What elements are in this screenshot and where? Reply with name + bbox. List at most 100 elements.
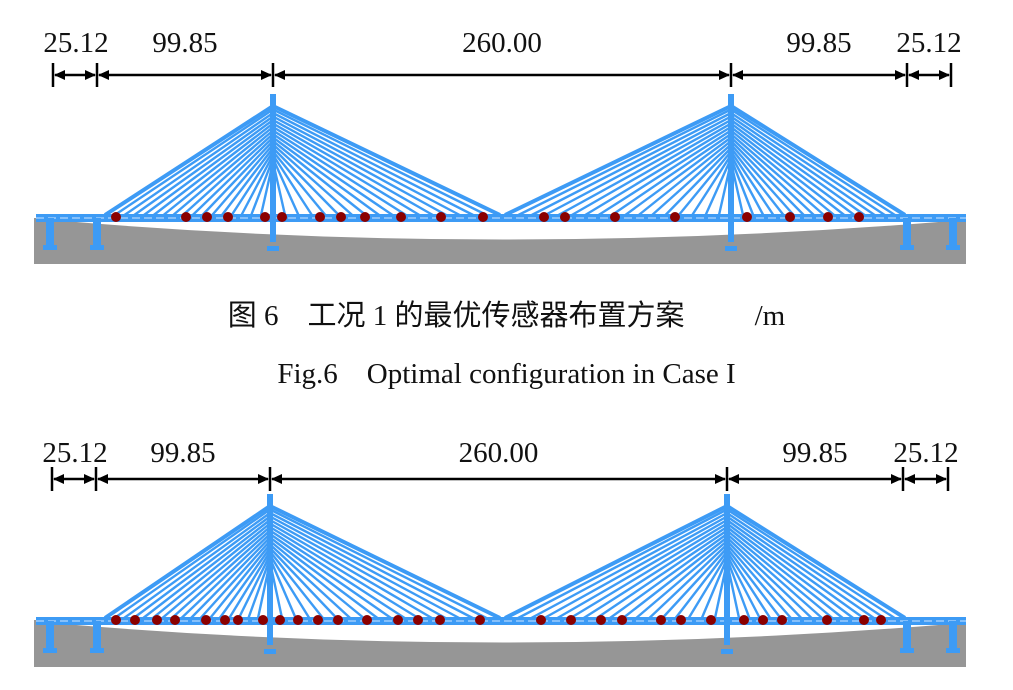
stay-cable bbox=[730, 119, 866, 216]
sensor-point bbox=[333, 615, 343, 625]
pier-base bbox=[43, 648, 57, 653]
pier-base bbox=[90, 648, 104, 653]
stay-cable bbox=[269, 536, 379, 619]
stay-cable bbox=[530, 511, 728, 620]
auxiliary-pier bbox=[46, 218, 54, 248]
dimension-arrowheads bbox=[54, 70, 96, 80]
sensor-point bbox=[130, 615, 140, 625]
stay-cable bbox=[677, 150, 732, 216]
stay-cable bbox=[729, 154, 765, 216]
stay-cable bbox=[651, 143, 732, 216]
dimension-arrowheads bbox=[908, 70, 950, 80]
stay-cable bbox=[726, 547, 782, 619]
stay-cable bbox=[272, 115, 461, 217]
caption-chinese: 图 6 工况 1 的最优传感器布置方案/m bbox=[0, 292, 1013, 334]
stay-cable bbox=[269, 508, 487, 620]
stay-cable bbox=[114, 108, 274, 216]
stay-cable bbox=[726, 508, 896, 620]
pylon-base bbox=[264, 649, 276, 654]
stay-cable bbox=[103, 104, 275, 217]
stay-cable bbox=[584, 125, 732, 217]
dimension-label: 25.12 bbox=[896, 27, 961, 59]
sensor-point bbox=[478, 212, 488, 222]
stay-cable bbox=[269, 550, 324, 619]
stay-cable bbox=[726, 526, 844, 619]
sensor-point bbox=[111, 212, 121, 222]
stay-cable bbox=[730, 126, 845, 216]
stay-cable bbox=[180, 533, 271, 619]
pylon-base bbox=[267, 246, 279, 251]
stay-cable bbox=[123, 512, 271, 619]
stay-cable bbox=[635, 540, 728, 619]
stay-cable bbox=[543, 515, 728, 620]
stay-cable bbox=[247, 558, 272, 619]
sensor-point bbox=[220, 615, 230, 625]
auxiliary-pier bbox=[949, 621, 957, 651]
stay-cable bbox=[211, 143, 274, 216]
stay-cable bbox=[730, 112, 886, 216]
sensor-point bbox=[436, 212, 446, 222]
stay-cable bbox=[269, 543, 351, 619]
stay-cable bbox=[725, 550, 772, 619]
stay-cable bbox=[190, 536, 271, 619]
pylon bbox=[724, 494, 730, 645]
stay-cable bbox=[269, 547, 338, 619]
stay-cable bbox=[132, 515, 271, 619]
stay-cable bbox=[103, 504, 272, 620]
dimension-label: 99.85 bbox=[150, 437, 215, 469]
dimension-arrowheads bbox=[53, 474, 95, 484]
caption-english: Fig.6 Optimal configuration in Case I bbox=[277, 358, 736, 390]
sensor-point bbox=[742, 212, 752, 222]
cable-fan bbox=[103, 504, 501, 620]
sensor-point bbox=[739, 615, 749, 625]
stay-cable bbox=[726, 536, 813, 619]
sensor-point bbox=[876, 615, 886, 625]
stay-cable bbox=[570, 522, 728, 620]
stay-cable bbox=[726, 522, 854, 619]
sensor-point bbox=[362, 615, 372, 625]
stay-cable bbox=[272, 122, 434, 217]
stay-cable bbox=[700, 558, 729, 619]
stay-cable bbox=[142, 519, 271, 619]
dimension-label: 99.85 bbox=[786, 27, 851, 59]
stay-cable bbox=[269, 522, 433, 620]
sensor-point bbox=[566, 615, 576, 625]
stay-cable bbox=[272, 143, 353, 216]
stay-cable bbox=[691, 154, 733, 216]
stay-cable bbox=[133, 115, 274, 216]
stay-cable bbox=[269, 518, 447, 620]
sensor-point bbox=[560, 212, 570, 222]
stay-cable bbox=[726, 533, 823, 619]
sensor-point bbox=[758, 615, 768, 625]
auxiliary-pier bbox=[46, 621, 54, 651]
sensor-point bbox=[233, 615, 243, 625]
stay-cable bbox=[182, 133, 274, 216]
stay-cable bbox=[143, 119, 274, 216]
caption-cn-text: 图 6 工况 1 的最优传感器布置方案 bbox=[227, 300, 685, 332]
stay-cable bbox=[725, 504, 907, 620]
sensor-point bbox=[475, 615, 485, 625]
stay-cable bbox=[622, 536, 728, 619]
stay-cable bbox=[504, 504, 728, 620]
bridge-deck bbox=[36, 617, 966, 625]
sensor-point bbox=[610, 212, 620, 222]
stay-cable bbox=[730, 108, 896, 217]
dimension-label: 25.12 bbox=[893, 437, 958, 469]
pier-base bbox=[946, 648, 960, 653]
sensor-point bbox=[596, 615, 606, 625]
sensor-point bbox=[706, 615, 716, 625]
stay-cable bbox=[271, 154, 313, 216]
stay-cable bbox=[726, 540, 803, 619]
stay-cable bbox=[153, 122, 274, 216]
sensor-point bbox=[152, 615, 162, 625]
stay-cable bbox=[597, 129, 732, 217]
pier-base bbox=[946, 245, 960, 250]
sensor-point bbox=[536, 615, 546, 625]
stay-cable bbox=[162, 126, 274, 216]
stay-cable bbox=[272, 133, 394, 216]
sensor-point bbox=[181, 212, 191, 222]
sensor-point bbox=[539, 212, 549, 222]
